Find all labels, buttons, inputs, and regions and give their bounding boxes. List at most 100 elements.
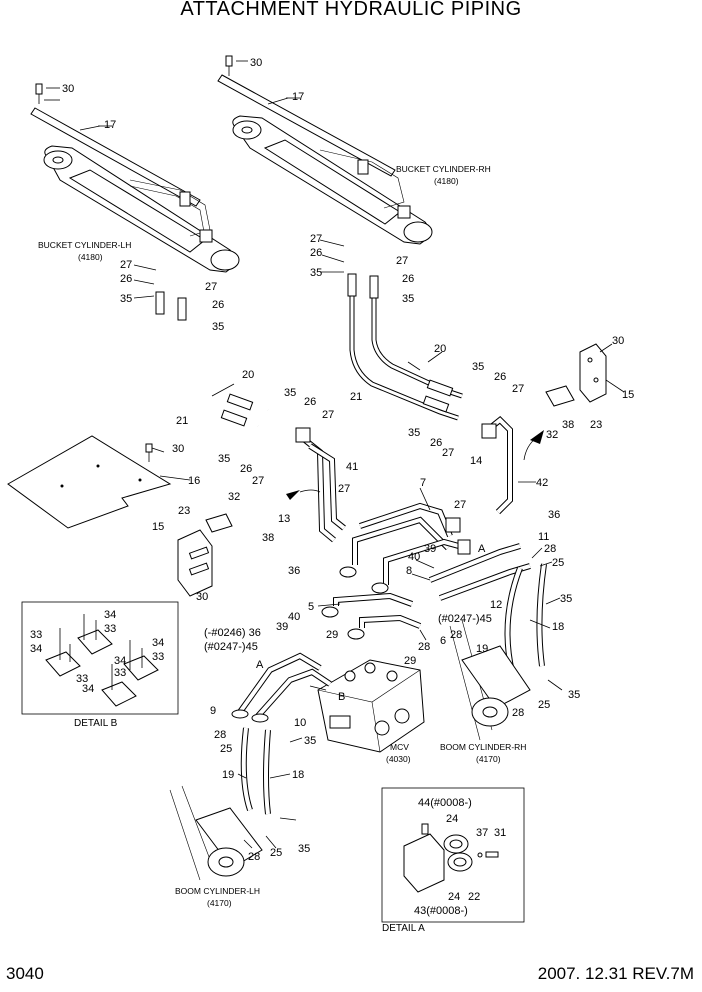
callout: 26 xyxy=(212,299,224,311)
callout: 28 xyxy=(214,729,226,741)
callout: 15 xyxy=(622,389,634,401)
pipes-9-10 xyxy=(231,652,332,723)
bolt-30-plate xyxy=(145,443,153,462)
callout: 23 xyxy=(178,505,190,517)
callout: 27 xyxy=(442,447,454,459)
callout: 17 xyxy=(292,91,304,103)
callout: 27 xyxy=(338,483,350,495)
callout: 7 xyxy=(420,477,426,489)
callout: 28 xyxy=(418,641,430,653)
callout: 38 xyxy=(562,419,574,431)
callout: 26 xyxy=(240,463,252,475)
callout: (-#0246) 36 xyxy=(204,627,261,639)
callout: 29 xyxy=(326,629,338,641)
label-boom-cylinder-rh-no: (4170) xyxy=(476,754,501,764)
callout: 35 xyxy=(304,735,316,747)
floor-plate xyxy=(7,435,172,529)
callout: 42 xyxy=(536,477,548,489)
hoses-boom-rh xyxy=(504,563,547,673)
callout: 30 xyxy=(196,591,208,603)
callout: 18 xyxy=(552,621,564,633)
label-boom-cylinder-lh: BOOM CYLINDER-LH xyxy=(175,886,260,896)
callout-numbers: 30 17 30 17 27 26 35 27 26 35 27 26 35 2… xyxy=(30,57,634,917)
callout: 35 xyxy=(402,293,414,305)
callout: 28 xyxy=(512,707,524,719)
callout: 13 xyxy=(278,513,290,525)
callout: 35 xyxy=(284,387,296,399)
bracket-15-rh xyxy=(579,343,607,403)
callout: 27 xyxy=(310,233,322,245)
clamp-23-rh xyxy=(545,385,575,407)
callout: (#0247-)45 xyxy=(204,641,258,653)
callout: 25 xyxy=(538,699,550,711)
callout: 36 xyxy=(548,509,560,521)
callout: 27 xyxy=(252,475,264,487)
callout: 10 xyxy=(294,717,306,729)
callout: 9 xyxy=(210,705,216,717)
callout: 6 xyxy=(440,635,446,647)
bolt-30-lh xyxy=(35,83,43,104)
label-port-b: B xyxy=(338,691,345,703)
callout: 5 xyxy=(308,601,314,613)
callout: 33 xyxy=(30,629,42,641)
callout: 18 xyxy=(292,769,304,781)
boom-cylinder-rh xyxy=(449,619,531,741)
callout: 26 xyxy=(402,273,414,285)
callout: 34 xyxy=(114,655,126,667)
callout: 34 xyxy=(104,609,116,621)
callout: 17 xyxy=(104,119,116,131)
hoses-rh xyxy=(347,273,463,421)
callout: 40 xyxy=(408,551,420,563)
pipes-center xyxy=(295,415,531,640)
callout: 14 xyxy=(470,455,482,467)
callout: 27 xyxy=(205,281,217,293)
label-port-a2: A xyxy=(256,659,264,671)
callout: 33 xyxy=(114,667,126,679)
callout: 30 xyxy=(250,57,262,69)
callout: 19 xyxy=(476,643,488,655)
callout: 26 xyxy=(310,247,322,259)
callout: 11 xyxy=(538,531,549,543)
callout: 25 xyxy=(220,743,232,755)
callout: 19 xyxy=(222,769,234,781)
callout: 37 xyxy=(476,827,488,839)
label-mcv: MCV xyxy=(390,742,409,752)
callout: 35 xyxy=(212,321,224,333)
callout: 38 xyxy=(262,532,274,544)
bucket-cylinder-lh xyxy=(30,107,240,273)
callout: 24 xyxy=(446,813,458,825)
label-bucket-cylinder-rh: BUCKET CYLINDER-RH xyxy=(396,164,491,174)
callout: 30 xyxy=(62,83,74,95)
callout: 28 xyxy=(248,851,260,863)
boom-cylinder-lh xyxy=(169,785,263,881)
hoses-lh xyxy=(155,291,269,428)
bucket-cylinder-rh xyxy=(217,74,433,245)
label-port-a1: A xyxy=(478,543,486,555)
callout: 8 xyxy=(406,565,412,577)
label-boom-cylinder-rh: BOOM CYLINDER-RH xyxy=(440,742,526,752)
callout: 31 xyxy=(494,827,506,839)
callout: 35 xyxy=(568,689,580,701)
callout: 20 xyxy=(434,343,446,355)
revision-date: 2007. 12.31 REV.7M xyxy=(537,964,694,983)
callout: 30 xyxy=(172,443,184,455)
callout: 15 xyxy=(152,521,164,533)
callout: 35 xyxy=(560,593,572,605)
callout: 28 xyxy=(544,543,556,555)
callout: 39 xyxy=(424,543,436,555)
callout: 12 xyxy=(490,599,502,611)
callout: 32 xyxy=(228,491,240,503)
callout: 40 xyxy=(288,611,300,623)
callout: 32 xyxy=(546,429,558,441)
callout: 27 xyxy=(322,409,334,421)
detail-b-parts xyxy=(45,614,159,707)
callout: 26 xyxy=(494,371,506,383)
callout: 30 xyxy=(612,335,624,347)
callout: 44(#0008-) xyxy=(418,797,472,809)
label-bucket-cylinder-rh-no: (4180) xyxy=(434,176,459,186)
bracket-15-lh xyxy=(177,529,213,597)
mcv-valve xyxy=(317,659,425,753)
callout: 26 xyxy=(304,396,316,408)
label-mcv-no: (4030) xyxy=(386,754,411,764)
callout: 35 xyxy=(120,293,132,305)
